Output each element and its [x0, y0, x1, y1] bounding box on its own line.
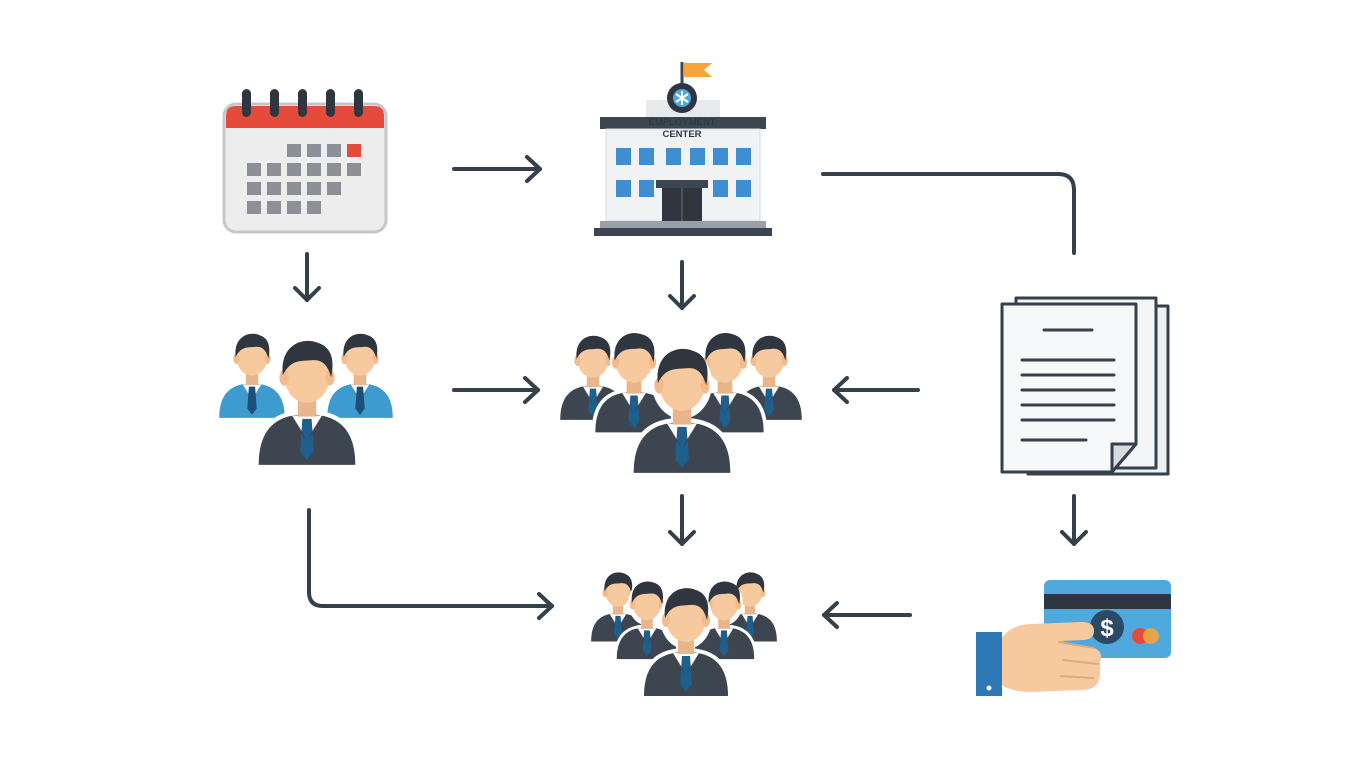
hand-credit-card-icon: $: [976, 580, 1171, 696]
arrow-card-to-crowd: [822, 601, 912, 629]
large-team-icon: [560, 333, 802, 473]
building-sign-line1: EMPLOYMENT: [648, 117, 715, 128]
building-sign-line2: CENTER: [662, 129, 701, 140]
small-team-icon: [219, 333, 393, 465]
arrow-documents-to-large-team: [832, 376, 920, 404]
arrow-building-down: [668, 260, 696, 310]
arrow-small-team-to-large-team: [452, 376, 540, 404]
arrow-documents-down: [1060, 494, 1088, 546]
documents-icon: [1000, 296, 1170, 476]
dollar-sign: $: [1100, 615, 1114, 642]
arrow-small-team-to-crowd: [307, 508, 554, 620]
arrow-building-to-documents: [821, 172, 1076, 255]
arrow-calendar-to-building: [452, 155, 542, 183]
crowd-icon: [591, 572, 777, 696]
calendar-icon: [222, 89, 388, 234]
arrow-large-team-down: [668, 494, 696, 546]
arrow-calendar-down: [293, 252, 321, 302]
employment-center-building-icon: EMPLOYMENT CENTER: [594, 62, 772, 236]
flow-arrows: [293, 155, 1088, 629]
